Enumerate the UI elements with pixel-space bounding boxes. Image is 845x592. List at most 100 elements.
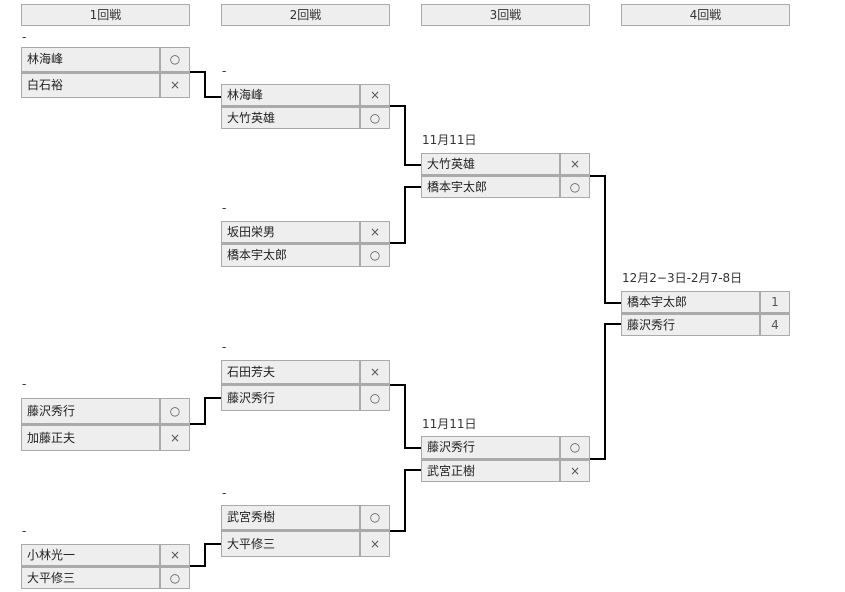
match-date-label: -	[22, 524, 27, 538]
player-row: 小林光一 ×	[21, 544, 190, 566]
bracket-connector	[590, 458, 605, 460]
match-date-label: 11月11日	[422, 417, 477, 431]
player-row: 大平修三 ○	[21, 566, 190, 589]
bracket-connector	[190, 71, 205, 73]
result-mark: ○	[169, 52, 181, 66]
result-mark: ○	[169, 571, 181, 585]
player-name: 石田芳夫	[222, 361, 361, 383]
player-name: 大竹英雄	[222, 108, 361, 128]
player-row: 林海峰 ×	[221, 84, 390, 106]
result-mark: ○	[369, 391, 381, 405]
player-name: 坂田栄男	[222, 222, 361, 242]
result-mark: ○	[169, 404, 181, 418]
bracket-connector	[404, 164, 421, 166]
bracket-connector	[404, 447, 421, 449]
result-mark: ○	[369, 111, 381, 125]
result-mark: ×	[369, 365, 381, 379]
bracket-connector	[604, 323, 606, 460]
match-r2m2: 坂田栄男 × 橋本宇太郎 ○	[221, 221, 390, 267]
player-name: 武宮秀樹	[222, 506, 361, 529]
bracket-connector	[404, 186, 406, 244]
player-row: 橋本宇太郎 ○	[221, 243, 390, 267]
bracket-connector	[604, 323, 621, 325]
bracket-connector	[404, 384, 406, 449]
match-r1m2: 藤沢秀行 ○ 加藤正夫 ×	[21, 398, 190, 451]
bracket-connector	[390, 530, 405, 532]
round-header-4: 4回戦	[621, 4, 790, 26]
match-r1m1: 林海峰 ○ 白石裕 ×	[21, 47, 190, 98]
player-name: 大竹英雄	[422, 154, 561, 174]
bracket-connector	[404, 469, 406, 532]
player-name: 林海峰	[222, 85, 361, 105]
player-row: 大竹英雄 ×	[421, 153, 590, 175]
result-mark: ×	[369, 88, 381, 102]
result-mark: ○	[569, 180, 581, 194]
match-date-label: -	[222, 201, 227, 215]
result-mark: ○	[569, 440, 581, 454]
player-row: 石田芳夫 ×	[221, 360, 390, 384]
bracket-connector	[204, 397, 221, 399]
result-mark: ×	[569, 157, 581, 171]
player-name: 藤沢秀行	[222, 386, 361, 410]
result-mark: ×	[169, 78, 181, 92]
match-r3m2: 藤沢秀行 ○ 武宮正樹 ×	[421, 436, 590, 482]
bracket-connector	[590, 175, 605, 177]
result-mark: ×	[369, 225, 381, 239]
game-score: 4	[771, 318, 779, 332]
bracket-connector	[204, 543, 206, 567]
round-header-2: 2回戦	[221, 4, 390, 26]
result-mark: ×	[569, 464, 581, 478]
result-mark: ○	[369, 510, 381, 524]
match-date-label: 11月11日	[422, 133, 477, 147]
player-row: 武宮秀樹 ○	[221, 505, 390, 530]
player-name: 藤沢秀行	[22, 399, 161, 423]
bracket-connector	[390, 242, 405, 244]
match-r1m3: 小林光一 × 大平修三 ○	[21, 544, 190, 589]
player-name: 橋本宇太郎	[622, 292, 761, 312]
bracket-connector	[604, 175, 606, 304]
bracket-connector	[404, 105, 406, 166]
player-row: 坂田栄男 ×	[221, 221, 390, 243]
player-name: 藤沢秀行	[622, 315, 761, 335]
round-header-3: 3回戦	[421, 4, 590, 26]
round-header-1: 1回戦	[21, 4, 190, 26]
player-row: 加藤正夫 ×	[21, 424, 190, 451]
player-name: 藤沢秀行	[422, 437, 561, 458]
player-row: 藤沢秀行 ○	[21, 398, 190, 424]
bracket-connector	[390, 384, 405, 386]
player-name: 武宮正樹	[422, 461, 561, 481]
match-date-label: -	[22, 30, 27, 44]
player-row: 藤沢秀行 4	[621, 313, 790, 336]
result-mark: ○	[369, 248, 381, 262]
player-row: 橋本宇太郎 1	[621, 291, 790, 313]
player-row: 藤沢秀行 ○	[421, 436, 590, 459]
player-row: 林海峰 ○	[21, 47, 190, 72]
bracket-connector	[190, 423, 205, 425]
result-mark: ×	[369, 537, 381, 551]
bracket-connector	[204, 96, 221, 98]
match-date-label: 12月2−3日-2月7-8日	[622, 271, 743, 285]
player-name: 橋本宇太郎	[222, 245, 361, 266]
match-date-label: -	[222, 64, 227, 78]
player-name: 白石裕	[22, 74, 161, 97]
bracket-connector	[204, 397, 206, 425]
match-r2m1: 林海峰 × 大竹英雄 ○	[221, 84, 390, 129]
bracket-connector	[204, 71, 206, 98]
result-mark: ×	[169, 548, 181, 562]
player-name: 大平修三	[222, 532, 361, 556]
player-row: 藤沢秀行 ○	[221, 384, 390, 411]
player-name: 加藤正夫	[22, 426, 161, 450]
bracket-connector	[204, 543, 221, 545]
bracket-connector	[604, 302, 621, 304]
match-r4m1: 橋本宇太郎 1 藤沢秀行 4	[621, 291, 790, 336]
match-date-label: -	[22, 377, 27, 391]
match-r2m4: 武宮秀樹 ○ 大平修三 ×	[221, 505, 390, 557]
player-row: 大竹英雄 ○	[221, 106, 390, 129]
player-row: 大平修三 ×	[221, 530, 390, 557]
player-row: 武宮正樹 ×	[421, 459, 590, 482]
match-r2m3: 石田芳夫 × 藤沢秀行 ○	[221, 360, 390, 411]
result-mark: ×	[169, 431, 181, 445]
player-name: 林海峰	[22, 48, 161, 71]
player-name: 橋本宇太郎	[422, 177, 561, 197]
bracket-connector	[404, 186, 421, 188]
